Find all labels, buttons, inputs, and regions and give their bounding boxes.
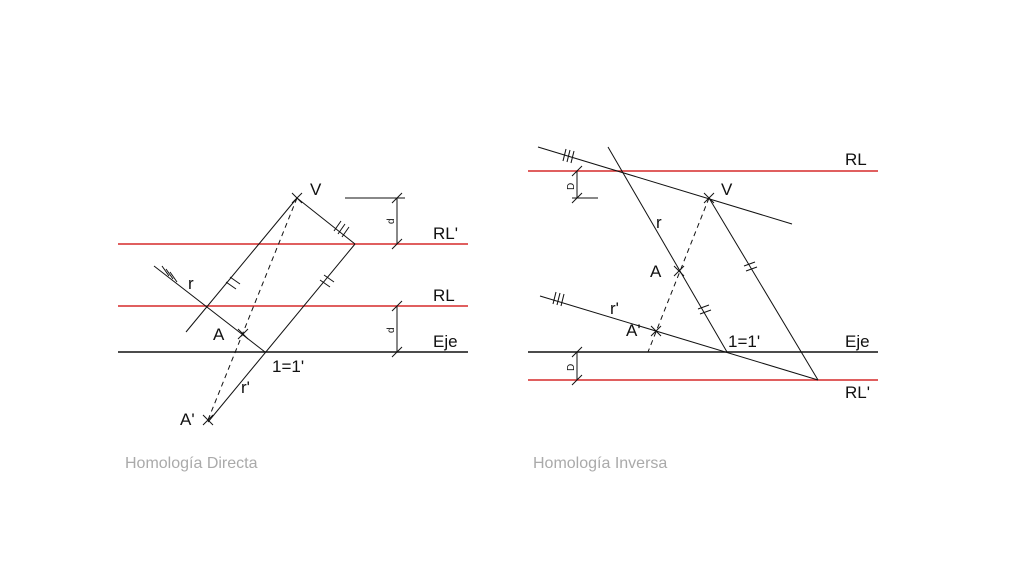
label-v-right: V — [721, 180, 733, 199]
label-rl-prime-left: RL' — [433, 224, 458, 243]
line-r-prime-left — [207, 243, 356, 423]
label-r-right: r — [656, 213, 662, 232]
tick-marks-left — [161, 220, 350, 290]
line-r-right — [607, 146, 728, 353]
label-r-prime-right: r' — [610, 299, 619, 318]
line-va-left — [207, 197, 298, 421]
label-r-prime-left: r' — [241, 378, 250, 397]
label-one-right: 1=1' — [728, 332, 760, 351]
label-d-bottom-left: d — [386, 327, 397, 333]
label-a-prime-left: A' — [180, 410, 195, 429]
label-eje-right: Eje — [845, 332, 870, 351]
line-r-prime-right — [539, 295, 819, 381]
label-a-prime-right: A' — [626, 321, 641, 340]
label-one-left: 1=1' — [272, 357, 304, 376]
line-va-right — [647, 197, 710, 353]
tick-marks-right — [552, 148, 758, 315]
point-markers-right — [650, 192, 715, 337]
label-r-left: r — [188, 274, 194, 293]
label-rl-right: RL — [845, 150, 867, 169]
point-markers-left — [202, 192, 303, 426]
caption-right: Homología Inversa — [533, 455, 667, 472]
line-parallel-rprime-right — [537, 146, 793, 225]
label-d-top-left: d — [386, 218, 397, 224]
label-a-right: A — [650, 262, 662, 281]
label-v-left: V — [310, 180, 322, 199]
label-a-left: A — [213, 325, 225, 344]
line-r-left — [153, 265, 266, 353]
label-eje-left: Eje — [433, 332, 458, 351]
line-parallel-r-left — [296, 197, 356, 245]
caption-left: Homología Directa — [125, 455, 258, 472]
label-d-top-right: D — [566, 183, 577, 190]
diagram-homologia-inversa: RL V r A r' A' 1=1' Eje RL' D D Homologí… — [528, 146, 878, 472]
label-rl-prime-right: RL' — [845, 383, 870, 402]
diagram-homologia-directa: V r RL' RL A Eje 1=1' r' A' d d Homologí… — [118, 180, 468, 472]
label-d-bottom-right: D — [566, 364, 577, 371]
line-parallel-rprime-left — [185, 197, 298, 333]
line-parallel-r-right — [708, 197, 819, 381]
label-rl-left: RL — [433, 286, 455, 305]
